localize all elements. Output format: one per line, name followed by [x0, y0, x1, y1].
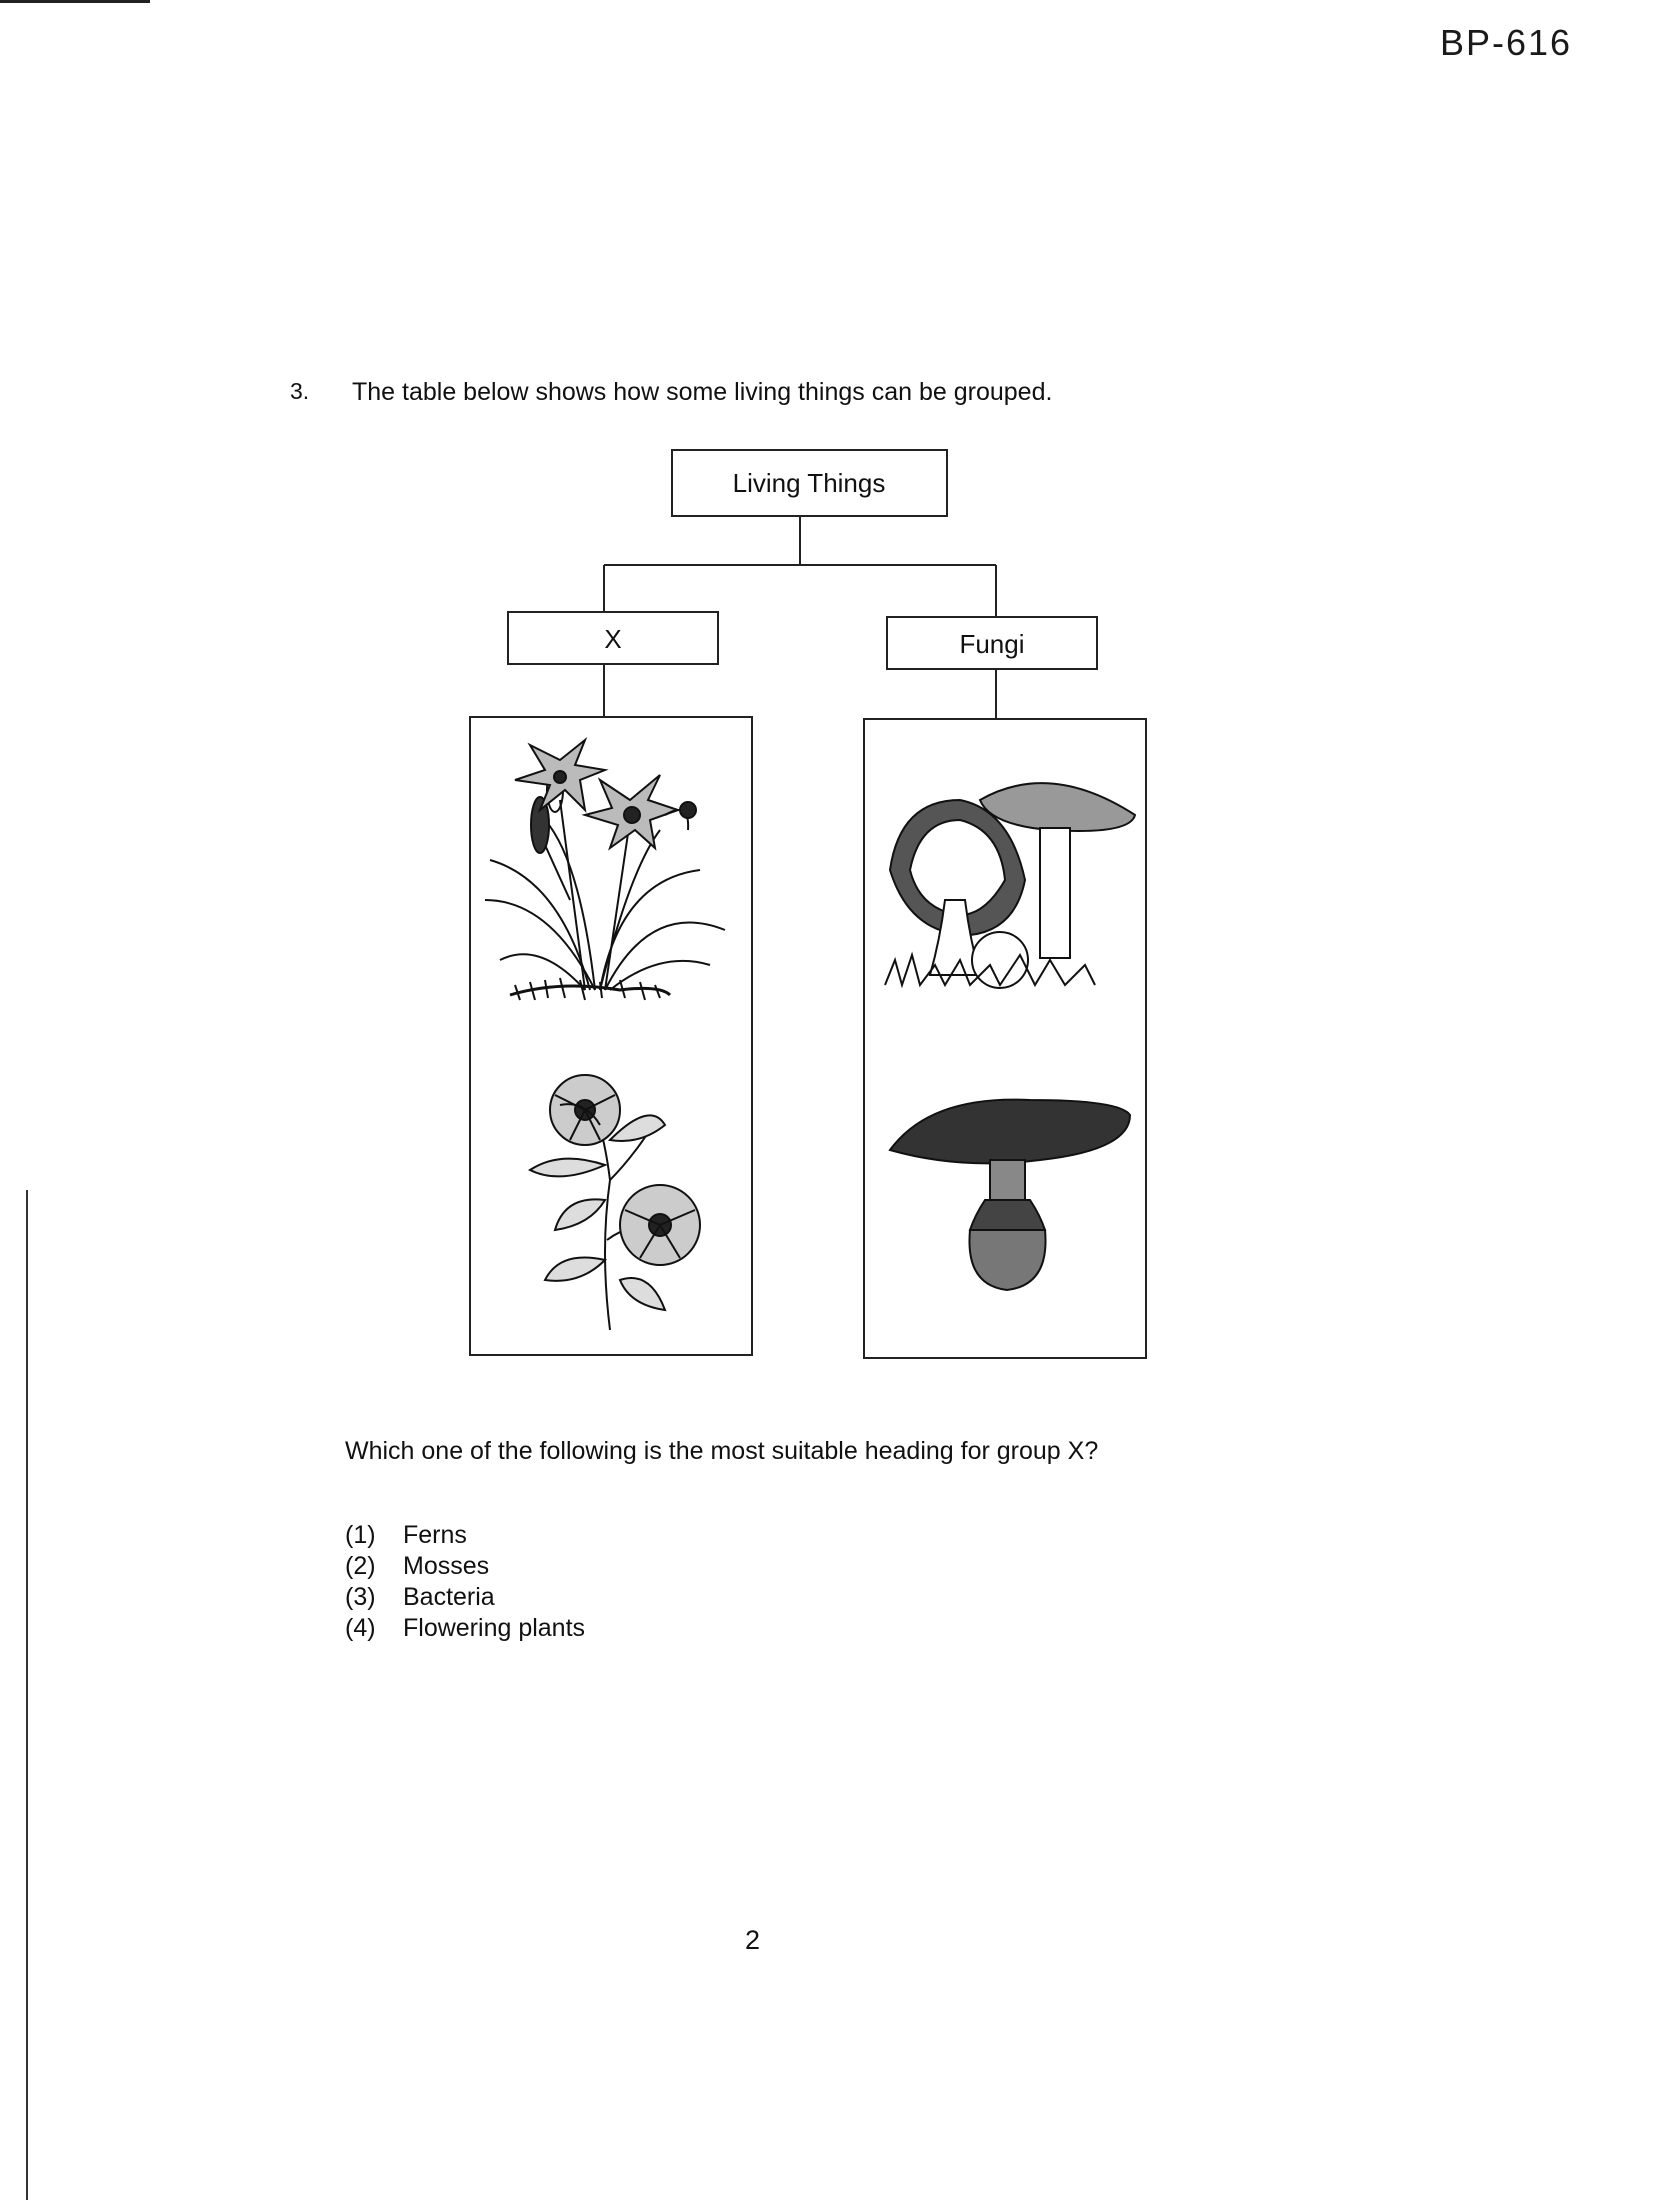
option-4[interactable]: (4) Flowering plants — [345, 1613, 585, 1644]
question-text: The table below shows how some living th… — [352, 378, 1053, 406]
page-code: BP-616 — [1440, 22, 1573, 63]
option-number: (3) — [345, 1583, 376, 1611]
group-x-label: X — [604, 624, 621, 654]
group-fungi-panel — [863, 718, 1147, 1359]
top-rule — [0, 0, 150, 3]
group-x-panel — [469, 716, 753, 1356]
option-number: (1) — [345, 1521, 376, 1549]
option-3[interactable]: (3) Bacteria — [345, 1582, 585, 1613]
question-number: 3. — [290, 378, 310, 404]
lily-plant-icon — [484, 736, 726, 1001]
root-box — [671, 449, 948, 517]
page-number: 2 — [745, 1925, 761, 1955]
flowering-plant-icon — [528, 1074, 701, 1331]
option-text: Bacteria — [403, 1583, 495, 1611]
option-text: Mosses — [403, 1552, 490, 1580]
left-margin-rule — [26, 1190, 28, 2200]
group-x-box — [507, 611, 719, 665]
option-number: (4) — [345, 1614, 376, 1642]
mushroom-icon — [888, 1098, 1132, 1292]
group-fungi-label: Fungi — [959, 629, 1024, 659]
option-2[interactable]: (2) Mosses — [345, 1551, 585, 1582]
root-label: Living Things — [733, 468, 886, 498]
answer-options: (1) Ferns (2) Mosses (3) Bacteria (4) Fl… — [345, 1520, 585, 1644]
option-1[interactable]: (1) Ferns — [345, 1520, 585, 1551]
group-fungi-box — [886, 616, 1098, 670]
prompt-text: Which one of the following is the most s… — [345, 1437, 1099, 1465]
option-number: (2) — [345, 1552, 376, 1580]
option-text: Flowering plants — [403, 1614, 586, 1642]
mushroom-pair-icon — [884, 782, 1137, 989]
option-text: Ferns — [403, 1521, 467, 1549]
